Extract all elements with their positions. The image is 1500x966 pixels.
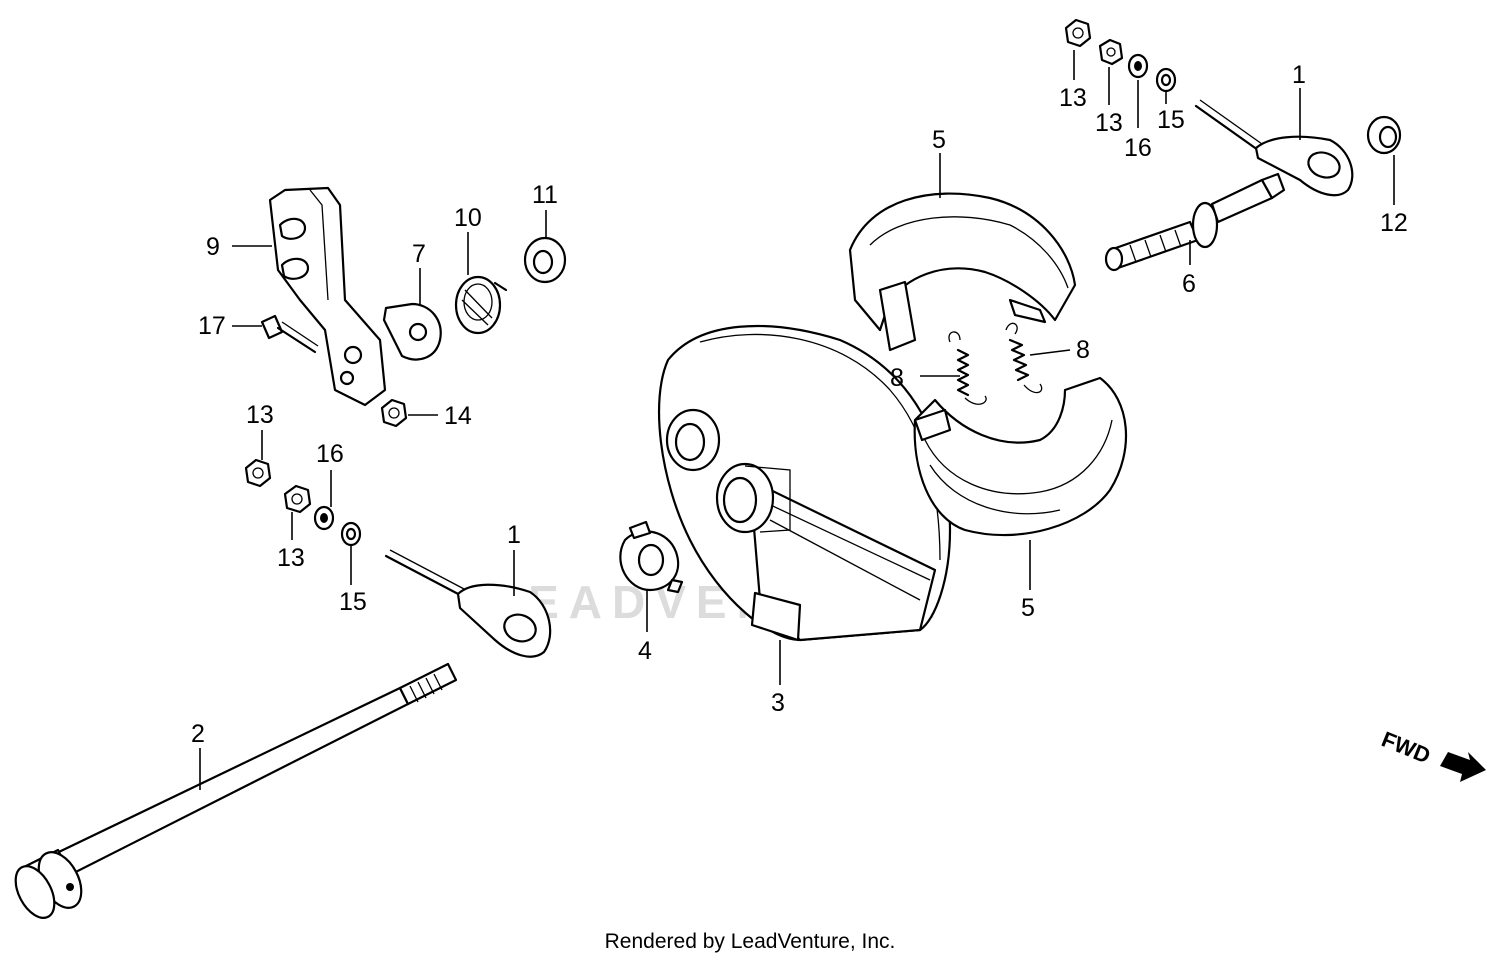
- part-washer-15-lower: [340, 521, 362, 547]
- part-washer-16-upper: [1127, 53, 1149, 79]
- callout-16-upper: 16: [1124, 134, 1152, 162]
- part-shoe-spring-right: [1005, 322, 1043, 394]
- callout-13-upper-b: 13: [1095, 109, 1123, 137]
- part-axle-nut: [1366, 115, 1402, 155]
- part-brake-shoe-lower: [913, 376, 1128, 537]
- callout-16-lower: 16: [316, 440, 344, 468]
- callout-12: 12: [1380, 209, 1408, 237]
- callout-8-right: 8: [1076, 336, 1090, 364]
- callout-labels: 1 1 2 3 4 5 5 6 7 8 8 9 10 11 12 13 13 1…: [191, 61, 1408, 748]
- part-bolt: [260, 314, 319, 354]
- part-shoe-spring-left: [948, 331, 987, 405]
- callout-5-lower: 5: [1021, 594, 1035, 622]
- callout-17: 17: [198, 312, 226, 340]
- part-nut-13-lower-a: [244, 458, 272, 488]
- callout-13-lower-b: 13: [277, 544, 305, 572]
- part-indicator-plate: [382, 302, 442, 361]
- callout-2: 2: [191, 720, 205, 748]
- callout-4: 4: [638, 637, 652, 665]
- part-nut-13-upper-b: [1098, 38, 1124, 66]
- callout-1-lower: 1: [507, 521, 521, 549]
- callout-5-upper: 5: [932, 126, 946, 154]
- part-washer-15-upper: [1155, 67, 1177, 93]
- callout-6: 6: [1182, 270, 1196, 298]
- part-seal-ring: [619, 520, 684, 594]
- footer-credit: Rendered by LeadVenture, Inc.: [604, 930, 896, 953]
- part-dust-seal: [523, 236, 567, 284]
- callout-11: 11: [532, 181, 558, 209]
- callout-15-lower: 15: [339, 588, 367, 616]
- part-brake-shoe-upper: [848, 192, 1077, 352]
- callout-8-left: 8: [890, 364, 904, 392]
- part-chain-adjuster-lower: [384, 549, 552, 658]
- callout-14: 14: [444, 402, 472, 430]
- part-brake-panel: [657, 324, 952, 642]
- callout-15-upper: 15: [1157, 106, 1185, 134]
- callout-10: 10: [454, 204, 482, 232]
- part-chain-adjuster-upper: [1194, 99, 1354, 197]
- part-axle: [14, 662, 458, 919]
- leader-lines: [199, 50, 1395, 790]
- part-cam-shaft: [1104, 172, 1286, 272]
- callout-9: 9: [206, 233, 220, 261]
- part-washer-16-lower: [313, 505, 335, 531]
- callout-7: 7: [412, 240, 426, 268]
- callout-13-lower-a: 13: [246, 401, 274, 429]
- svg-text:FWD: FWD: [1378, 726, 1434, 768]
- part-return-spring: [454, 275, 508, 335]
- part-flange-nut: [380, 398, 408, 428]
- part-stopper-arm: [268, 186, 387, 407]
- part-nut-13-lower-b: [283, 484, 312, 514]
- callout-3: 3: [771, 689, 785, 717]
- callout-13-upper-a: 13: [1059, 84, 1087, 112]
- fwd-arrow-icon: FWD: [1378, 726, 1486, 782]
- callout-1-upper: 1: [1292, 61, 1306, 89]
- part-nut-13-upper-a: [1064, 18, 1092, 48]
